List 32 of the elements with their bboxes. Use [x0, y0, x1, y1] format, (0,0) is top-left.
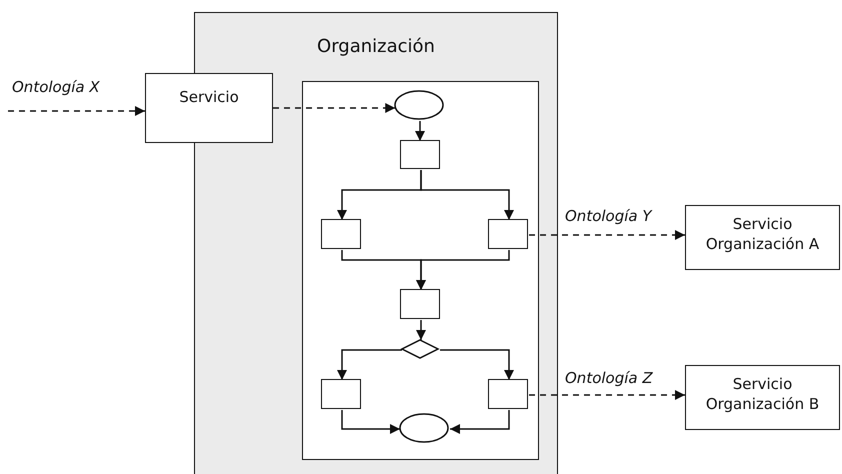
process-box: [400, 289, 440, 319]
decision-diamond: [401, 339, 439, 359]
arrow: [416, 250, 510, 290]
edge-label: Ontología Z: [565, 369, 653, 387]
arrow: [337, 349, 402, 380]
service-box: [685, 205, 840, 270]
process-box: [488, 379, 528, 409]
service-label: Servicio: [178, 88, 240, 108]
edge-label: Ontología X: [12, 78, 100, 96]
service-label: Servicio Organización B: [704, 375, 820, 414]
process-box: [400, 140, 440, 169]
dashed-arrow: [529, 390, 685, 400]
panel-title: Organización: [316, 35, 436, 58]
arrow: [440, 349, 514, 380]
arrow: [341, 410, 400, 434]
ellipse-shape: [394, 90, 444, 120]
arrow: [415, 121, 425, 141]
process-box: [488, 219, 528, 249]
arrow: [416, 320, 426, 340]
ellipse-shape: [399, 413, 449, 443]
process-box: [321, 219, 361, 249]
dashed-arrow: [529, 230, 685, 240]
dashed-arrow: [8, 106, 145, 116]
service-box: [145, 73, 273, 143]
service-label: Servicio Organización A: [704, 215, 820, 254]
edge-label: Ontología Y: [565, 207, 652, 225]
arrow: [420, 170, 514, 220]
dashed-arrow: [273, 103, 396, 113]
process-box: [302, 80, 538, 460]
process-box: [321, 379, 361, 409]
arrow: [450, 410, 510, 434]
service-box: [685, 365, 840, 430]
